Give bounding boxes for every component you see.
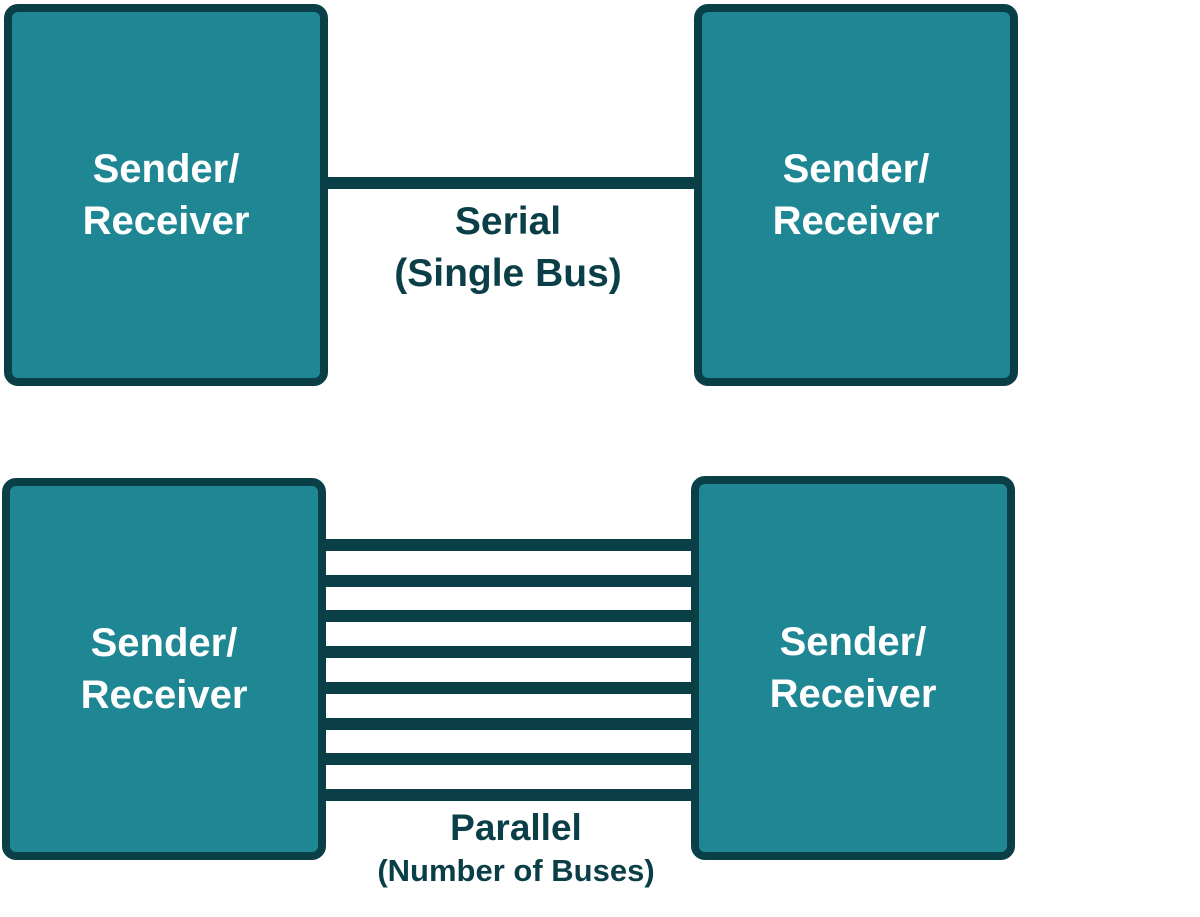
parallel-caption-title: Parallel: [450, 807, 582, 848]
parallel-bus-wire: [324, 646, 696, 658]
serial-left-box-label-line1: Sender/: [92, 147, 240, 191]
parallel-bus-wire: [324, 539, 696, 551]
parallel-caption: Parallel (Number of Buses): [336, 806, 696, 892]
parallel-bus-wire: [324, 789, 696, 801]
parallel-left-box-label-line2: Receiver: [80, 673, 248, 717]
serial-bus-wire: [326, 177, 698, 189]
serial-right-box-label-line1: Sender/: [782, 147, 930, 191]
parallel-left-box-label-line1: Sender/: [90, 621, 238, 665]
parallel-right-sender-receiver-box: Sender/ Receiver: [691, 476, 1015, 860]
parallel-right-box-label-line1: Sender/: [779, 620, 927, 664]
parallel-bus-wire: [324, 753, 696, 765]
serial-left-box-label: Sender/ Receiver: [83, 143, 250, 247]
parallel-left-box-label: Sender/ Receiver: [81, 617, 248, 721]
parallel-bus-wire: [324, 610, 696, 622]
parallel-right-box-label-line2: Receiver: [769, 672, 937, 716]
parallel-right-box-label: Sender/ Receiver: [770, 616, 937, 720]
parallel-bus-wire: [324, 682, 696, 694]
parallel-caption-subtitle: (Number of Buses): [377, 853, 655, 888]
parallel-bus-wire: [324, 718, 696, 730]
serial-caption: Serial (Single Bus): [358, 196, 658, 300]
serial-caption-subtitle: (Single Bus): [394, 252, 622, 295]
parallel-bus-wire: [324, 575, 696, 587]
serial-right-box-label-line2: Receiver: [772, 199, 940, 243]
serial-right-box-label: Sender/ Receiver: [773, 143, 940, 247]
serial-left-sender-receiver-box: Sender/ Receiver: [4, 4, 328, 386]
serial-caption-title: Serial: [454, 200, 562, 243]
parallel-left-sender-receiver-box: Sender/ Receiver: [2, 478, 326, 860]
serial-right-sender-receiver-box: Sender/ Receiver: [694, 4, 1018, 386]
serial-left-box-label-line2: Receiver: [82, 199, 250, 243]
